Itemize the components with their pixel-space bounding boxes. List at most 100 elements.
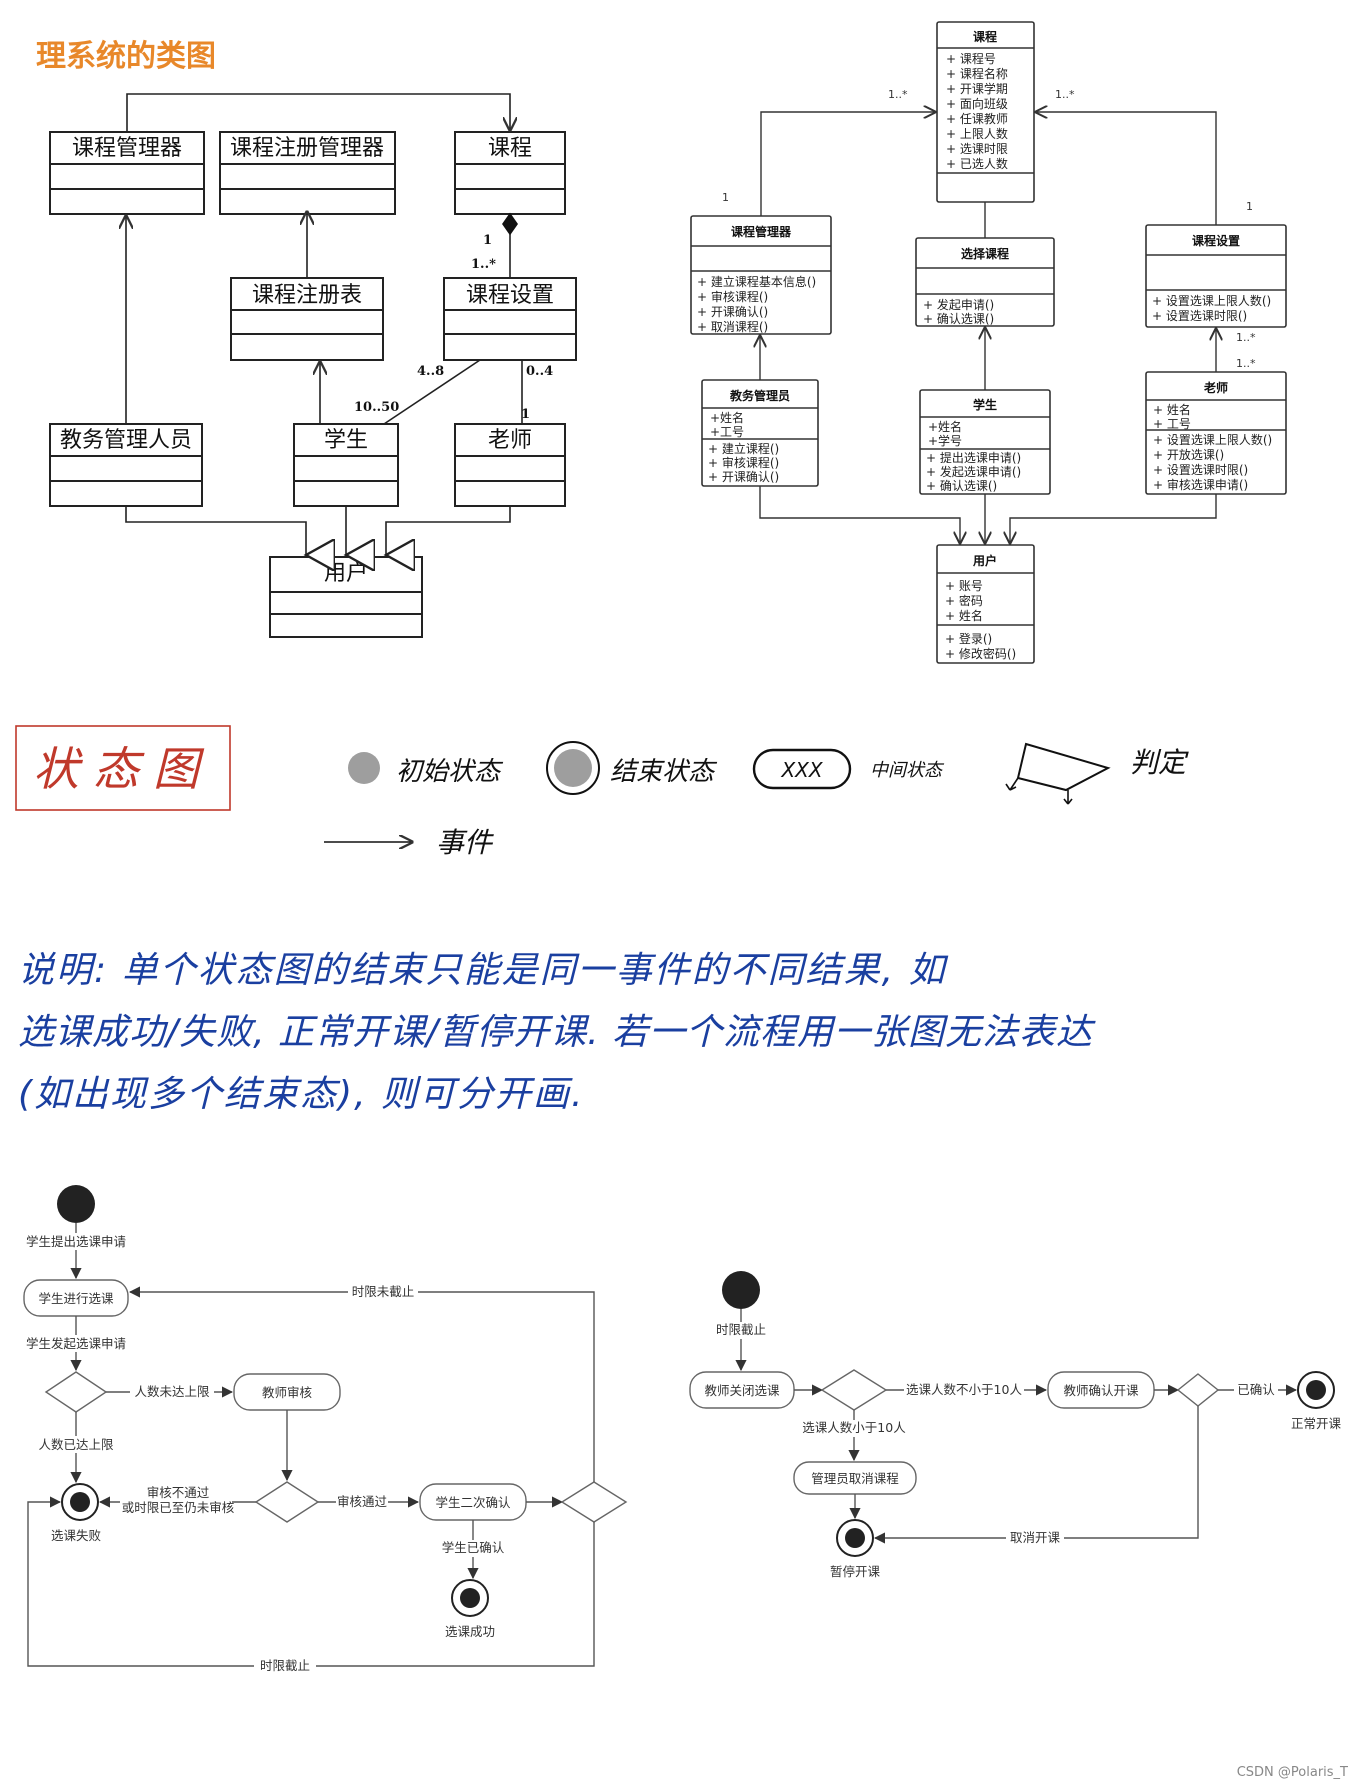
decision-node [44, 1371, 108, 1413]
legend-initial: 初始状态 [396, 757, 504, 787]
state-label: 教师审核 [262, 1385, 313, 1400]
rclass-select: 选择课程 + 发起申请() + 确认选课() [915, 237, 1055, 327]
final-node-fail-inner [70, 1492, 90, 1512]
gen-admin-user [125, 506, 306, 555]
decision-node [1176, 1373, 1220, 1407]
state-label: 教师确认开课 [1063, 1383, 1139, 1398]
legend-middle: 中间状态 [870, 760, 945, 781]
class-attr: + 密码 [945, 593, 983, 608]
class-op: + 登录() [945, 631, 992, 646]
event-label: 人数已达上限 [38, 1437, 114, 1452]
class-attr: + 已选人数 [946, 156, 1008, 171]
state-diagram-open: 时限截止 教师关闭选课 选课人数不小于10人 教师确认开课 已确认 正常开课 选… [689, 1271, 1342, 1579]
state-label: 学生进行选课 [38, 1291, 114, 1306]
decision-node [254, 1481, 320, 1523]
class-name: 老师 [1204, 380, 1228, 395]
class-name: 课程 [488, 136, 532, 161]
decision-out-down-icon [1063, 790, 1073, 805]
left-connectors [125, 93, 523, 555]
class-attr: + 账号 [945, 579, 983, 593]
rclass-setting: 课程设置 + 设置选课上限人数() + 设置选课时限() [1145, 224, 1287, 328]
class-box-course: 课程 [454, 131, 566, 215]
assoc-manager-course [760, 112, 935, 216]
decision-node [820, 1369, 888, 1411]
event-label: 取消开课 [1010, 1530, 1061, 1545]
event-label: 时限截止 [716, 1322, 766, 1337]
mult-label: 1..* [1236, 357, 1256, 370]
class-attr: + 姓名 [1153, 402, 1191, 417]
event-label: 选课人数小于10人 [802, 1420, 906, 1435]
final-label: 暂停开课 [830, 1564, 881, 1579]
initial-node [57, 1185, 95, 1223]
class-attr: +学号 [928, 433, 962, 448]
class-attr: +工号 [710, 425, 744, 439]
event-label: 时限截止 [260, 1658, 310, 1673]
mult-label: 1 [1246, 200, 1253, 213]
class-name: 用户 [324, 561, 368, 586]
class-op: + 审核课程() [697, 289, 768, 304]
event-label: 选课人数不小于10人 [906, 1382, 1022, 1397]
class-op: + 设置选课时限() [1152, 309, 1247, 323]
final-state-icon [546, 741, 600, 795]
class-attr: + 面向班级 [946, 96, 1008, 111]
class-op: + 设置选课上限人数() [1152, 293, 1271, 308]
left-multiplicities: 1 1..* 4..8 0..4 10..50 1 [354, 233, 553, 422]
mult-label: 4..8 [417, 364, 444, 379]
class-op: + 发起申请() [923, 297, 994, 312]
class-op: + 建立课程基本信息() [697, 274, 816, 289]
class-op: + 审核选课申请() [1153, 477, 1248, 492]
class-op: + 取消课程() [697, 319, 768, 334]
assoc-setting-student [383, 359, 481, 425]
class-box-course-setting: 课程设置 [443, 277, 577, 361]
class-name: 课程设置 [466, 283, 554, 308]
class-attr: + 课程号 [946, 51, 996, 66]
legend-title-box [15, 725, 231, 811]
state-diagram-select: 学生提出选课申请 学生进行选课 学生发起选课申请 人数未达上限 教师审核 人数已… [20, 1185, 628, 1675]
legend-middle-inner: XXX [780, 758, 823, 782]
final-state-inner-icon [554, 749, 592, 787]
legend-final: 结束状态 [610, 757, 718, 787]
final-label: 正常开课 [1291, 1416, 1342, 1431]
event-label: 学生发起选课申请 [26, 1336, 126, 1351]
class-op: + 开放选课() [1153, 447, 1224, 462]
initial-state-icon [348, 752, 380, 784]
gen-teacher-user [1010, 494, 1217, 543]
flow-timeout-not [128, 1286, 595, 1482]
class-attr: + 工号 [1153, 417, 1191, 431]
event-label: 审核通过 [337, 1494, 388, 1509]
class-attr: + 姓名 [945, 608, 983, 623]
class-op: + 设置选课时限() [1153, 463, 1248, 477]
class-op: + 建立课程() [708, 441, 779, 456]
state-legend: 状态图 初始状态 结束状态 XXX 中间状态 判定 事件 [15, 725, 1189, 859]
class-box-course-reg-manager: 课程注册管理器 [219, 131, 396, 215]
class-name: 老师 [488, 428, 532, 453]
event-label: 学生已确认 [442, 1540, 505, 1555]
class-op: + 确认选课() [923, 312, 994, 326]
event-label: 或时限已至仍未审核 [122, 1500, 235, 1515]
class-box-course-manager: 课程管理器 [49, 131, 205, 215]
class-attr: +姓名 [710, 410, 744, 425]
class-box-student: 学生 [293, 423, 399, 507]
class-attr: + 任课教师 [946, 111, 1008, 126]
class-name: 课程设置 [1192, 233, 1240, 248]
final-node-normal-inner [1306, 1380, 1326, 1400]
event-label: 人数未达上限 [134, 1384, 210, 1399]
note-line-1: 说明: 单个状态图的结束只能是同一事件的不同结果, 如 [18, 950, 948, 991]
class-op: + 开课确认() [708, 470, 779, 484]
rclass-course: 课程 + 课程号 + 课程名称 + 开课学期 + 面向班级 + 任课教师 + 上… [936, 21, 1035, 203]
assoc-manager-course [126, 93, 510, 132]
flow-deadline [27, 1496, 595, 1667]
class-name: 课程管理器 [731, 224, 792, 239]
rclass-teacher: 老师 + 姓名 + 工号 + 设置选课上限人数() + 开放选课() + 设置选… [1145, 371, 1287, 495]
class-box-teacher: 老师 [454, 423, 566, 507]
rclass-user: 用户 + 账号 + 密码 + 姓名 + 登录() + 修改密码() [936, 544, 1035, 664]
right-multiplicities: 1..* 1..* 1 1 1..* 1..* [722, 88, 1256, 370]
class-name: 教务管理人员 [60, 428, 192, 453]
class-diagram-title: 理系统的类图 [36, 39, 216, 74]
right-class-diagram: 课程 + 课程号 + 课程名称 + 开课学期 + 面向班级 + 任课教师 + 上… [690, 21, 1287, 664]
class-attr: + 开课学期 [946, 81, 1008, 96]
class-op: + 修改密码() [945, 646, 1016, 661]
class-name: 课程 [973, 29, 997, 44]
watermark: CSDN @Polaris_T [1237, 1765, 1348, 1780]
